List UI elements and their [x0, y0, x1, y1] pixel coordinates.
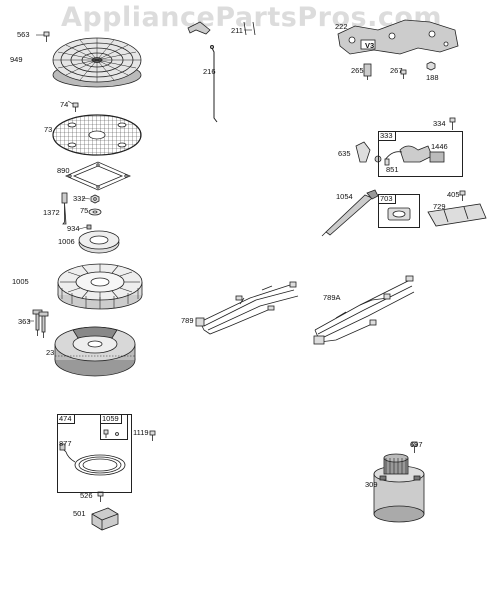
seal-703: [387, 207, 411, 221]
label-363: 363: [18, 317, 31, 326]
label-73: 73: [44, 125, 53, 134]
label-75: 75: [80, 206, 89, 215]
label-1372: 1372: [43, 208, 60, 217]
label-309: 309: [365, 480, 378, 489]
link-211: [187, 21, 256, 36]
label-267: 267: [390, 66, 403, 75]
alternator-877: [59, 443, 126, 476]
kit-box-474: [57, 414, 132, 493]
box-label-1059: 1059: [100, 414, 122, 424]
watermark: AppliancePartsPros.com: [60, 2, 443, 33]
screw-334: [449, 117, 456, 130]
label-332: 332: [73, 194, 86, 203]
label-222: 222: [335, 22, 348, 31]
box-label-333: 333: [378, 131, 396, 141]
screw-405: [459, 190, 466, 201]
label-23: 23: [46, 348, 55, 357]
nut-332: [90, 194, 100, 204]
armature-333: [384, 145, 445, 163]
label-789A: 789A: [323, 293, 341, 302]
spark-plug-boot-635: [355, 141, 382, 163]
kit-box-1059: [100, 414, 128, 440]
screw-1059: [103, 429, 119, 438]
label-v3: V3: [365, 41, 375, 50]
screw-74: [72, 102, 79, 112]
wire-harness-789A: [313, 275, 415, 345]
gasket-890: [65, 161, 131, 191]
label-188: 188: [426, 73, 439, 82]
screw-267: [400, 69, 407, 79]
kit-box-703: [378, 194, 420, 228]
screw-563: [43, 31, 50, 42]
screw-851: [384, 158, 390, 166]
label-877: 877: [59, 439, 72, 448]
screw-1119: [149, 430, 156, 441]
label-265: 265: [351, 66, 364, 75]
switch-265: [363, 63, 372, 80]
deflector-729: [427, 203, 487, 227]
control-bracket-222: [337, 19, 459, 55]
fan-1005: [57, 263, 143, 310]
key-934: [86, 224, 92, 230]
label-501: 501: [73, 509, 86, 518]
rod-216: [210, 45, 218, 123]
label-216: 216: [203, 67, 216, 76]
leader-lines: [28, 29, 252, 322]
label-851: 851: [386, 165, 399, 174]
washer-75: [88, 208, 102, 216]
flywheel-23: [54, 326, 136, 377]
tool-1372: [61, 192, 68, 225]
label-1446: 1446: [431, 142, 448, 151]
rotating-screen-949: [52, 37, 142, 88]
screen-73: [52, 114, 142, 156]
regulator-501: [91, 507, 119, 531]
label-890: 890: [57, 166, 70, 175]
screw-526: [97, 491, 104, 502]
nut-188: [426, 61, 436, 71]
label-697: 697: [410, 440, 423, 449]
screws-363: [32, 309, 49, 338]
label-789: 789: [181, 316, 194, 325]
label-949: 949: [10, 55, 23, 64]
box-label-474: 474: [57, 414, 75, 424]
label-635: 635: [338, 149, 351, 158]
kit-box-333: [378, 131, 463, 177]
label-334: 334: [433, 119, 446, 128]
label-934: 934: [67, 224, 80, 233]
screw-697: [411, 441, 418, 453]
label-74: 74: [60, 100, 69, 109]
label-211: 211: [231, 26, 243, 35]
wire-harness-789: [195, 281, 299, 335]
starter-motor-309: [373, 453, 425, 523]
label-563: 563: [17, 30, 30, 39]
label-1119: 1119: [133, 428, 149, 437]
label-1006: 1006: [58, 237, 75, 246]
label-405: 405: [447, 190, 460, 199]
label-729: 729: [433, 202, 446, 211]
box-label-703: 703: [378, 194, 396, 204]
label-526: 526: [80, 491, 93, 500]
label-1054: 1054: [336, 192, 353, 201]
fan-retainer-1006: [78, 230, 120, 254]
label-1005: 1005: [12, 277, 29, 286]
